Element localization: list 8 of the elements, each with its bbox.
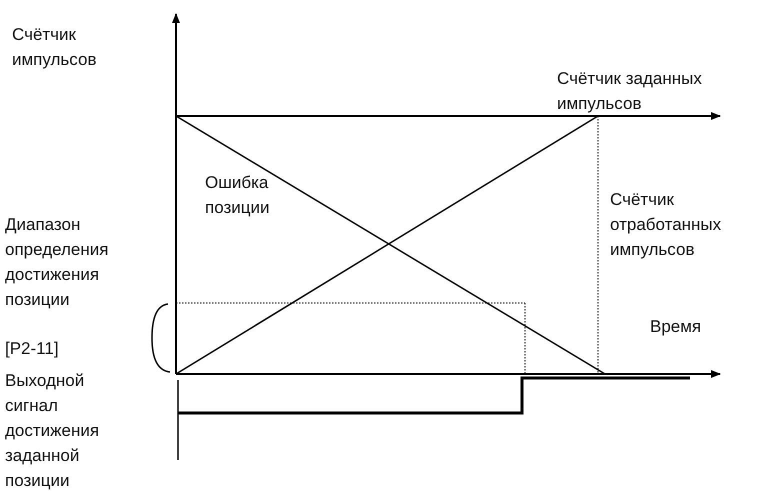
curve-label: Счётчик отработанных импульсов: [610, 189, 722, 261]
curve-label: Счётчик заданных импульсов: [557, 68, 703, 115]
signal-label: Выходной сигнал достижения заданной позиции: [5, 370, 100, 491]
curve-label: Ошибка позиции: [205, 172, 270, 219]
axis-label: Время: [650, 316, 702, 338]
range-label: Диапазон определения достижения позиции: [5, 214, 110, 311]
parameter-code: [P2-11]: [5, 338, 59, 360]
axis-label: Счётчик импульсов: [12, 24, 98, 71]
